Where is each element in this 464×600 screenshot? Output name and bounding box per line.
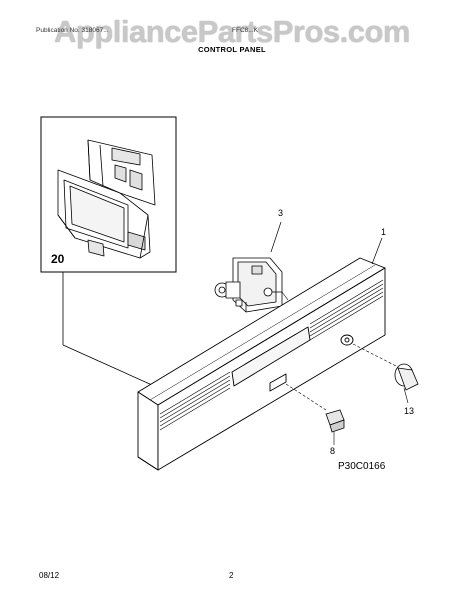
panel-leader (371, 237, 383, 265)
publication-number: Publication No. 318067... (36, 27, 109, 34)
watermark-logo: AppliancePartsPros.com (54, 14, 410, 49)
callout-panel: 1 (381, 227, 387, 237)
control-panel (137, 257, 386, 471)
footer-date: 08/12 (39, 571, 60, 580)
model-number: FFC8...K (232, 27, 259, 34)
footer-page: 2 (229, 571, 234, 580)
callout-timer: 3 (278, 208, 284, 218)
section-title: CONTROL PANEL (198, 45, 266, 54)
timer-assembly (214, 221, 289, 313)
control-knob (352, 343, 419, 404)
callout-knob: 13 (404, 406, 415, 416)
callout-inset: 20 (51, 252, 65, 266)
inset-box (40, 116, 177, 386)
diagram-code: P30C0166 (338, 461, 386, 472)
rocker-switch (285, 383, 345, 445)
callout-rocker: 8 (330, 446, 336, 456)
